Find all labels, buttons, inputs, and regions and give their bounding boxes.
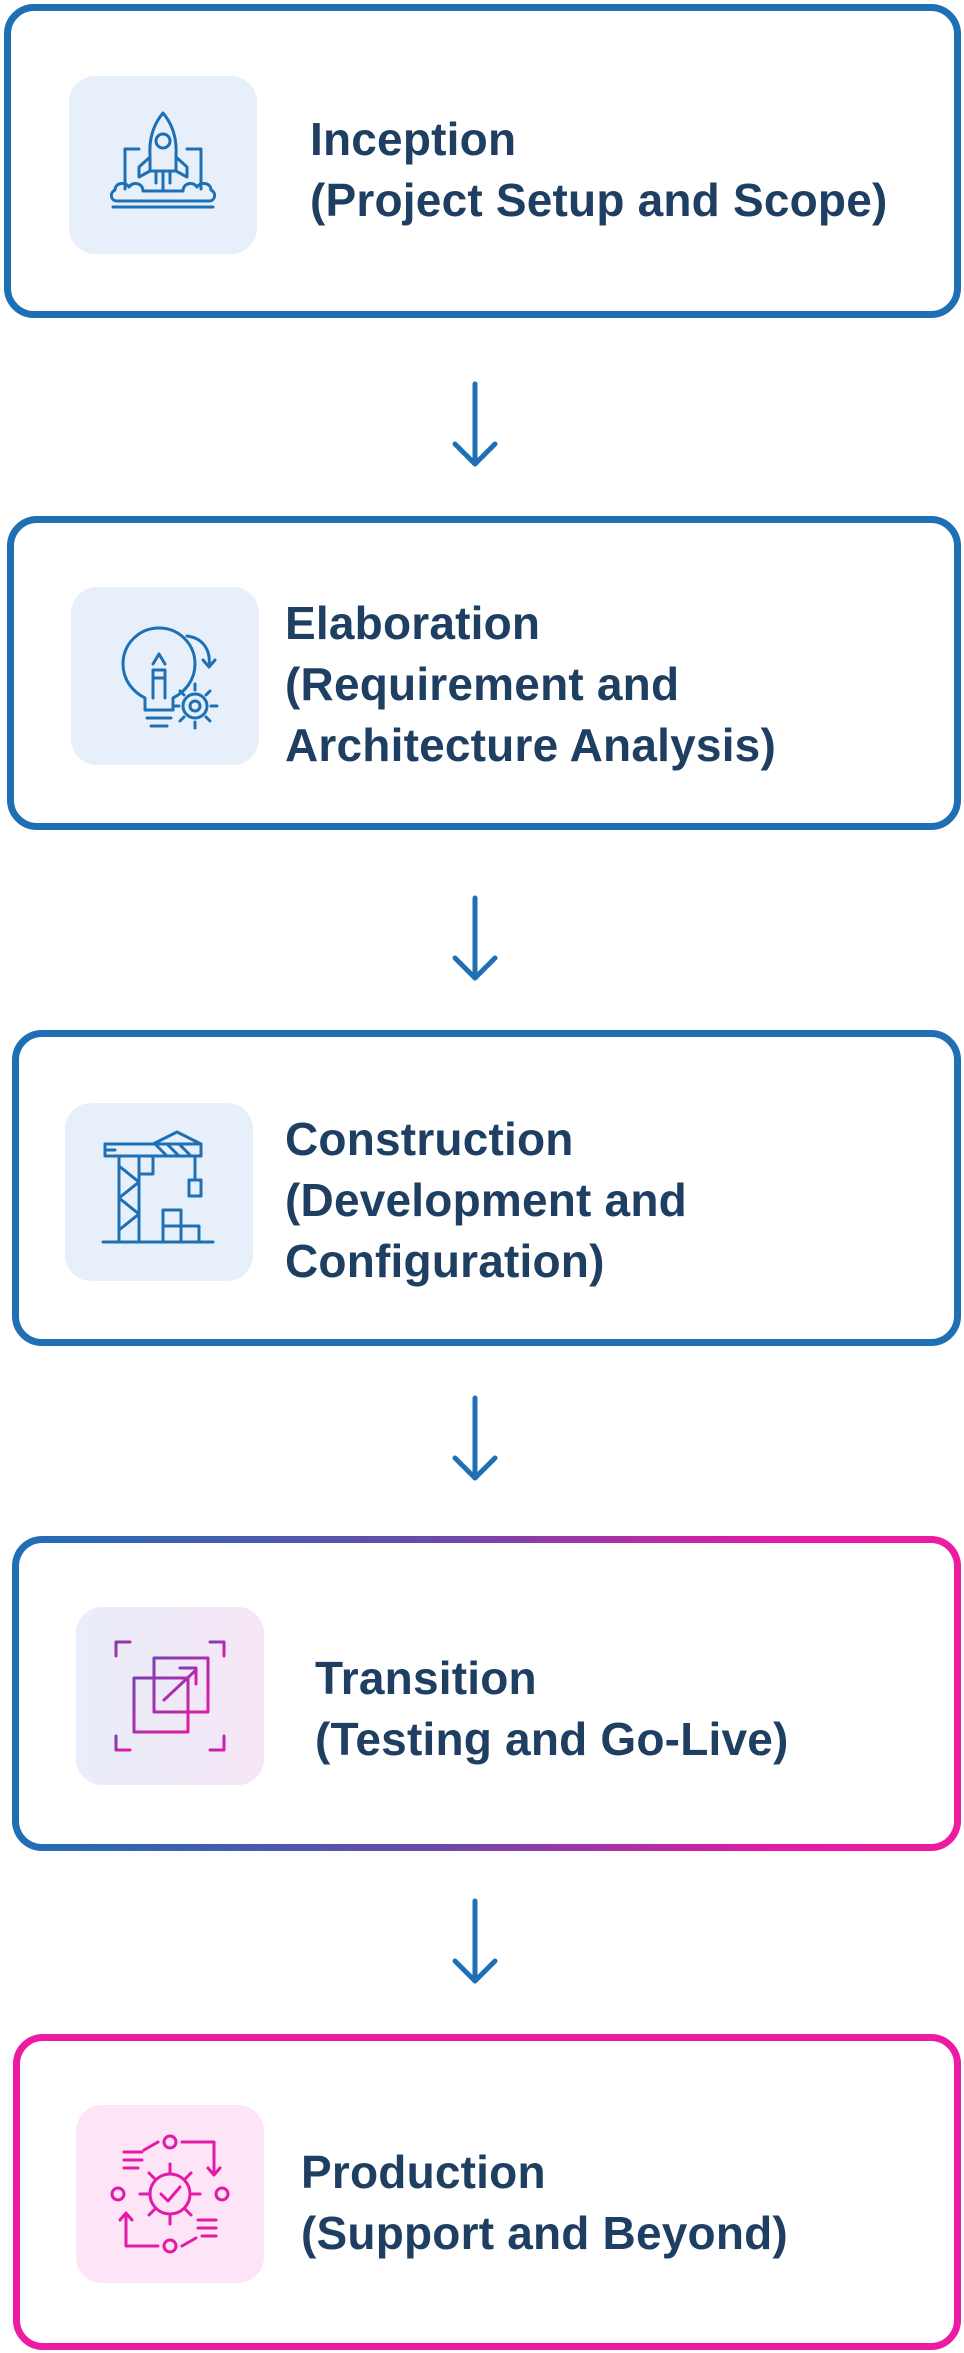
step-subtitle-line: (Support and Beyond) <box>301 2207 788 2259</box>
step-subtitle-line: (Project Setup and Scope) <box>310 174 888 226</box>
step-card-construction: Construction (Development and Configurat… <box>12 1030 961 1346</box>
gear-cycle-icon <box>110 2134 230 2254</box>
step-subtitle-line: (Development and <box>285 1174 687 1226</box>
step-title: Production <box>301 2146 546 2198</box>
step-subtitle-line: (Requirement and <box>285 658 680 710</box>
step-text-elaboration: Elaboration (Requirement and Architectur… <box>285 593 776 776</box>
step-title: Construction <box>285 1113 574 1165</box>
transition-squares-icon <box>114 1640 226 1752</box>
step-subtitle-line: (Testing and Go-Live) <box>315 1713 789 1765</box>
step-card-inception: Inception (Project Setup and Scope) <box>4 4 961 318</box>
step-text-inception: Inception (Project Setup and Scope) <box>310 109 888 231</box>
step-title: Elaboration <box>285 597 541 649</box>
icon-tile-elaboration <box>71 587 259 765</box>
step-card-elaboration: Elaboration (Requirement and Architectur… <box>7 516 961 830</box>
down-arrow-icon <box>452 895 498 981</box>
icon-tile-construction <box>65 1103 253 1281</box>
step-card-production: Production (Support and Beyond) <box>13 2034 961 2350</box>
step-title: Transition <box>315 1652 537 1704</box>
step-subtitle-line: Configuration) <box>285 1235 605 1287</box>
step-text-production: Production (Support and Beyond) <box>301 2142 788 2264</box>
down-arrow-icon <box>452 1898 498 1984</box>
step-title: Inception <box>310 113 517 165</box>
step-subtitle-line: Architecture Analysis) <box>285 719 776 771</box>
rocket-laptop-icon <box>109 111 217 209</box>
icon-tile-inception <box>69 76 257 254</box>
icon-tile-production <box>76 2105 264 2283</box>
step-text-transition: Transition (Testing and Go-Live) <box>315 1648 789 1770</box>
down-arrow-icon <box>452 381 498 467</box>
step-card-transition: Transition (Testing and Go-Live) <box>12 1536 961 1851</box>
step-text-construction: Construction (Development and Configurat… <box>285 1109 687 1292</box>
crane-icon <box>101 1130 215 1244</box>
icon-tile-transition <box>76 1607 264 1785</box>
lightbulb-gear-icon <box>121 626 219 730</box>
down-arrow-icon <box>452 1395 498 1481</box>
